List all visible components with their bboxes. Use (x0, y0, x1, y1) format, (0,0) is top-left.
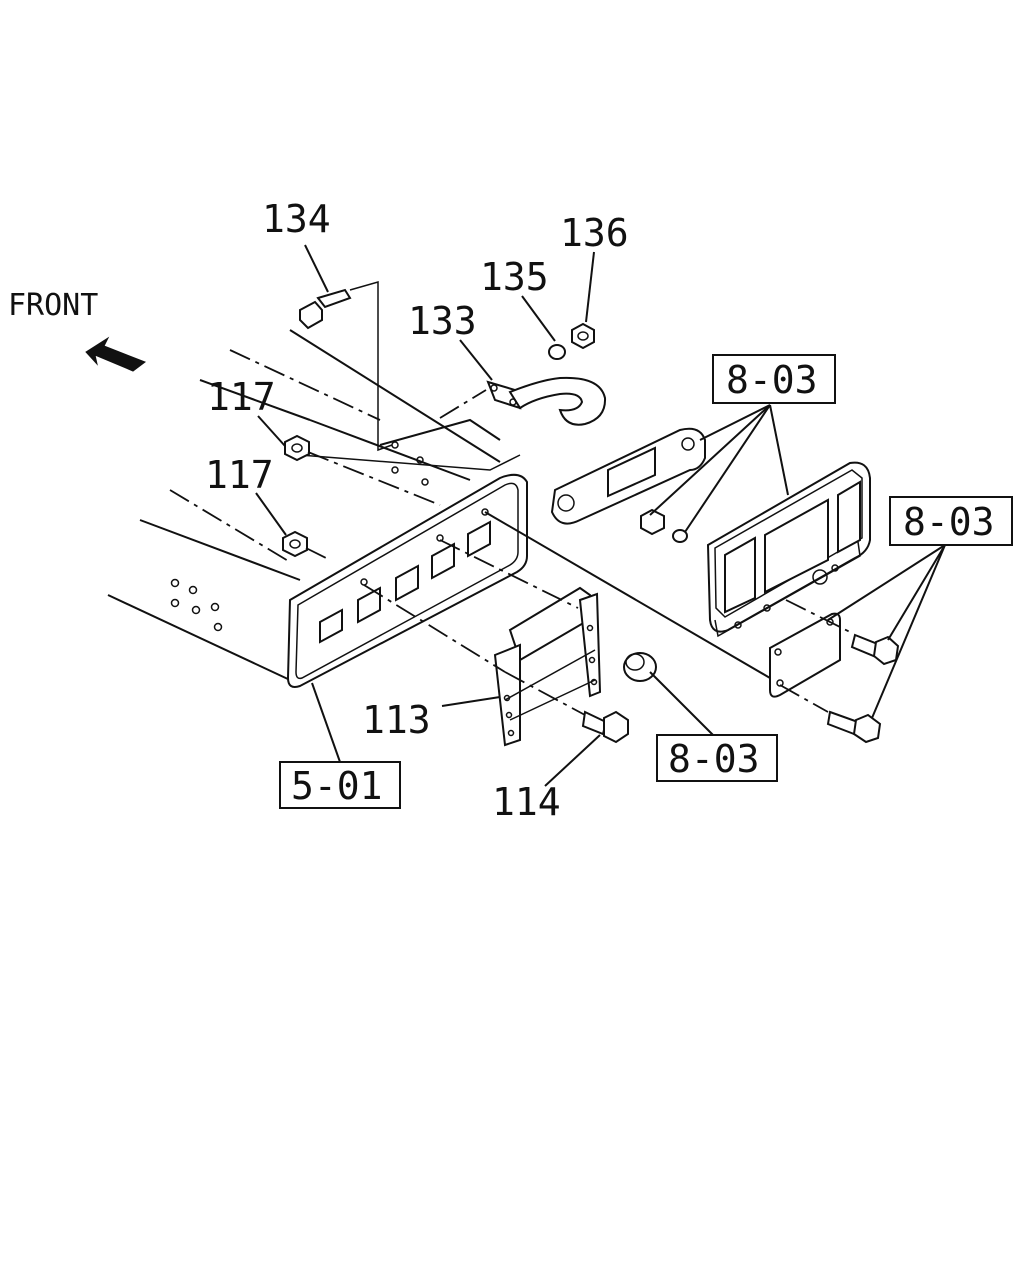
rear-lamp (706, 461, 871, 638)
lamp-plate (769, 612, 841, 698)
reference-8-03-lower: 8-03 (656, 734, 778, 782)
tow-hook (486, 376, 607, 426)
callout-117-upper: 117 (207, 375, 276, 419)
reference-label: 8-03 (903, 500, 995, 544)
leader-lines (255, 244, 946, 787)
callout-134: 134 (262, 197, 331, 241)
callout-135: 135 (480, 255, 549, 299)
plate-bracket (493, 586, 602, 747)
reference-5-01: 5-01 (279, 761, 401, 809)
callout-133: 133 (408, 299, 477, 343)
front-arrow-icon (85, 336, 147, 372)
nut-117-upper (284, 434, 310, 462)
lamp-bracket (550, 427, 706, 525)
frame-crossmember (107, 329, 528, 688)
callout-114: 114 (492, 780, 561, 824)
callout-136: 136 (560, 211, 629, 255)
nut-117-lower (282, 530, 308, 558)
callout-117-lower: 117 (205, 453, 274, 497)
reference-label: 5-01 (291, 764, 383, 808)
front-indicator: FRONT (8, 288, 147, 372)
bolt-114 (581, 710, 629, 744)
reference-label: 8-03 (726, 358, 818, 402)
washer-135 (548, 344, 566, 360)
lamp-bolt-lower (826, 710, 882, 744)
front-label: FRONT (8, 288, 98, 323)
callout-113: 113 (362, 698, 431, 742)
washer-lamp (672, 529, 688, 543)
reference-8-03-upper: 8-03 (712, 354, 836, 404)
lamp-bolt-upper (850, 633, 900, 666)
reference-8-03-right: 8-03 (889, 496, 1013, 546)
nut-lamp (640, 508, 665, 536)
callouts: 134 136 135 133 117 117 113 114 (205, 197, 629, 824)
grommet (623, 652, 657, 682)
bolt-134 (299, 288, 352, 330)
nut-136 (571, 322, 595, 350)
reference-label: 8-03 (668, 737, 760, 781)
